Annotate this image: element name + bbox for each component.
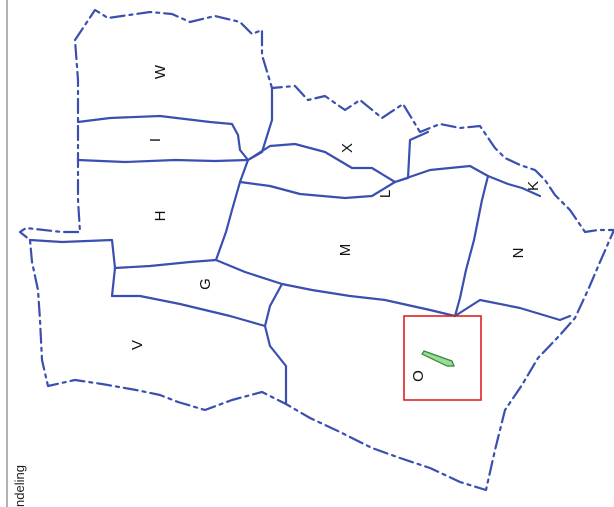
boundary-i-h (76, 158, 250, 164)
boundary-x-l (246, 130, 430, 184)
outer-boundary (18, 8, 614, 492)
boundary-h-v (28, 238, 267, 328)
map-caption: ndeling (12, 465, 27, 507)
section-label-l: L (377, 190, 394, 198)
section-label-o: O (410, 370, 427, 382)
section-label-k: K (525, 181, 542, 191)
boundary-m-n (453, 174, 490, 318)
boundary-h-g (113, 258, 218, 270)
boundary-w-i (76, 114, 250, 162)
boundary-n-o (453, 298, 572, 322)
boundary-h-m (214, 158, 250, 262)
section-label-x: X (339, 143, 356, 153)
section-label-n: N (510, 248, 527, 259)
section-label-w: W (152, 64, 169, 79)
highlight-frame (403, 315, 482, 401)
section-label-v: V (129, 340, 146, 350)
boundary-m-g (214, 258, 457, 318)
section-label-i: I (147, 138, 164, 142)
boundary-m-top (238, 180, 397, 200)
section-label-g: G (197, 278, 214, 290)
section-label-m: M (337, 244, 354, 257)
boundary-g-o (263, 282, 288, 406)
boundary-w-x (246, 86, 274, 162)
section-label-h: H (152, 211, 169, 222)
boundary-l-n (393, 164, 542, 198)
highlighted-parcel (421, 350, 455, 367)
